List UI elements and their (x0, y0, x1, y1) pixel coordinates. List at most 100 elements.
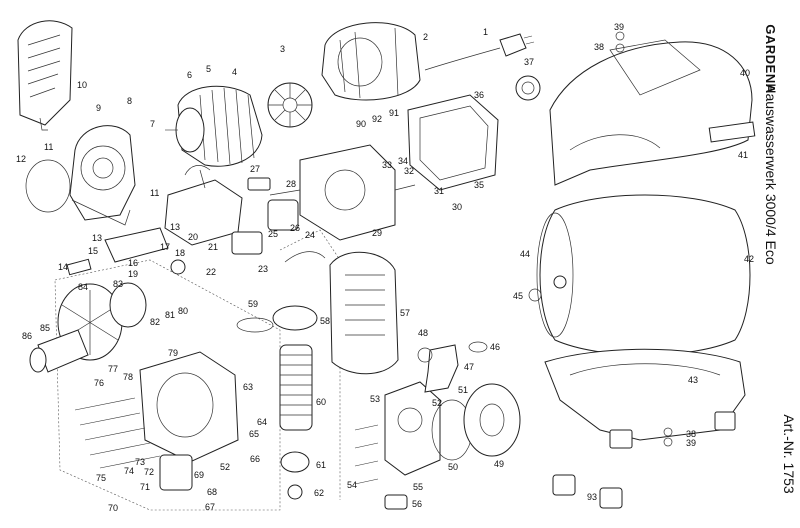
motor-housing-part (321, 22, 421, 101)
callout-25: 25 (268, 229, 278, 239)
callout-14: 14 (58, 262, 68, 272)
washer-part (615, 31, 625, 41)
callout-53: 53 (370, 394, 380, 404)
callout-39: 39 (686, 438, 696, 448)
capacitor-part (231, 231, 263, 255)
pressure-switch-part (515, 75, 541, 101)
callout-77: 77 (108, 364, 118, 374)
callout-12: 12 (16, 154, 26, 164)
o-ring-45 (528, 288, 542, 302)
callout-42: 42 (744, 254, 754, 264)
o-ring-48 (417, 347, 433, 363)
callout-90: 90 (356, 119, 366, 129)
callout-75: 75 (96, 473, 106, 483)
callout-17: 17 (160, 242, 170, 252)
washer-part (615, 43, 625, 53)
callout-48: 48 (418, 328, 428, 338)
callout-80: 80 (178, 306, 188, 316)
callout-74: 74 (124, 466, 134, 476)
callout-55: 55 (413, 482, 423, 492)
callout-78: 78 (123, 372, 133, 382)
callout-30: 30 (452, 202, 462, 212)
callout-63: 63 (243, 382, 253, 392)
callout-71: 71 (140, 482, 150, 492)
callout-13: 13 (92, 233, 102, 243)
screw-set-part (74, 397, 161, 469)
callout-59: 59 (248, 299, 258, 309)
callout-68: 68 (207, 487, 217, 497)
callout-18: 18 (175, 248, 185, 258)
callout-29: 29 (372, 228, 382, 238)
nozzle-part (29, 329, 89, 373)
pressure-tank-part (536, 194, 751, 356)
connector-part (247, 177, 271, 191)
assembly-outline (279, 229, 341, 500)
callout-81: 81 (165, 310, 175, 320)
callout-35: 35 (474, 180, 484, 190)
callout-49: 49 (494, 459, 504, 469)
callout-43: 43 (688, 375, 698, 385)
callout-85: 85 (40, 323, 50, 333)
callout-83: 83 (113, 279, 123, 289)
callout-39: 39 (614, 22, 624, 32)
callout-72: 72 (144, 467, 154, 477)
callout-16: 16 (128, 258, 138, 268)
diffuser-part (109, 282, 147, 328)
callout-47: 47 (464, 362, 474, 372)
base-frame-part (544, 348, 746, 449)
elbow-fitting-part (424, 344, 459, 393)
callout-60: 60 (316, 397, 326, 407)
callout-66: 66 (250, 454, 260, 464)
terminal-box-part (164, 165, 243, 246)
injector-part (66, 227, 186, 276)
callout-11: 11 (44, 142, 53, 152)
callout-76: 76 (94, 378, 104, 388)
callout-7: 7 (150, 119, 155, 129)
callout-82: 82 (150, 317, 160, 327)
foot-part (599, 487, 623, 509)
fan-part (267, 82, 313, 128)
o-ring-12 (25, 159, 71, 213)
callout-24: 24 (305, 230, 315, 240)
callout-6: 6 (187, 70, 192, 80)
callout-38: 38 (594, 42, 604, 52)
callout-36: 36 (474, 90, 484, 100)
callout-2: 2 (423, 32, 428, 42)
callout-8: 8 (127, 96, 132, 106)
callout-26: 26 (290, 223, 300, 233)
cover-plate-part (463, 383, 521, 457)
callout-84: 84 (78, 282, 88, 292)
callout-52: 52 (432, 398, 442, 408)
callout-92: 92 (372, 114, 382, 124)
callout-91: 91 (389, 108, 399, 118)
callout-37: 37 (524, 57, 534, 67)
assembly-outline (54, 259, 281, 511)
callout-93: 93 (587, 492, 597, 502)
callout-46: 46 (490, 342, 500, 352)
handle-cover-part (329, 251, 399, 375)
pump-body-part (267, 144, 416, 241)
callout-57: 57 (400, 308, 410, 318)
callout-54: 54 (347, 480, 357, 490)
callout-10: 10 (77, 80, 87, 90)
washer-part (663, 427, 673, 437)
callout-64: 64 (257, 417, 267, 427)
callout-33: 33 (382, 160, 392, 170)
callout-11: 11 (150, 188, 159, 198)
label-plate-part (708, 121, 756, 143)
article-number: Art.-Nr. 1753 (781, 414, 797, 494)
callout-19: 19 (128, 269, 138, 279)
fan-cover-part (17, 20, 73, 131)
callout-5: 5 (206, 64, 211, 74)
callout-44: 44 (520, 249, 530, 259)
callout-79: 79 (168, 348, 178, 358)
callout-21: 21 (208, 242, 218, 252)
callout-69: 69 (194, 470, 204, 480)
callout-52: 52 (220, 462, 230, 472)
callout-9: 9 (96, 103, 101, 113)
callout-67: 67 (205, 502, 215, 512)
valve-part (384, 381, 441, 510)
callout-3: 3 (280, 44, 285, 54)
